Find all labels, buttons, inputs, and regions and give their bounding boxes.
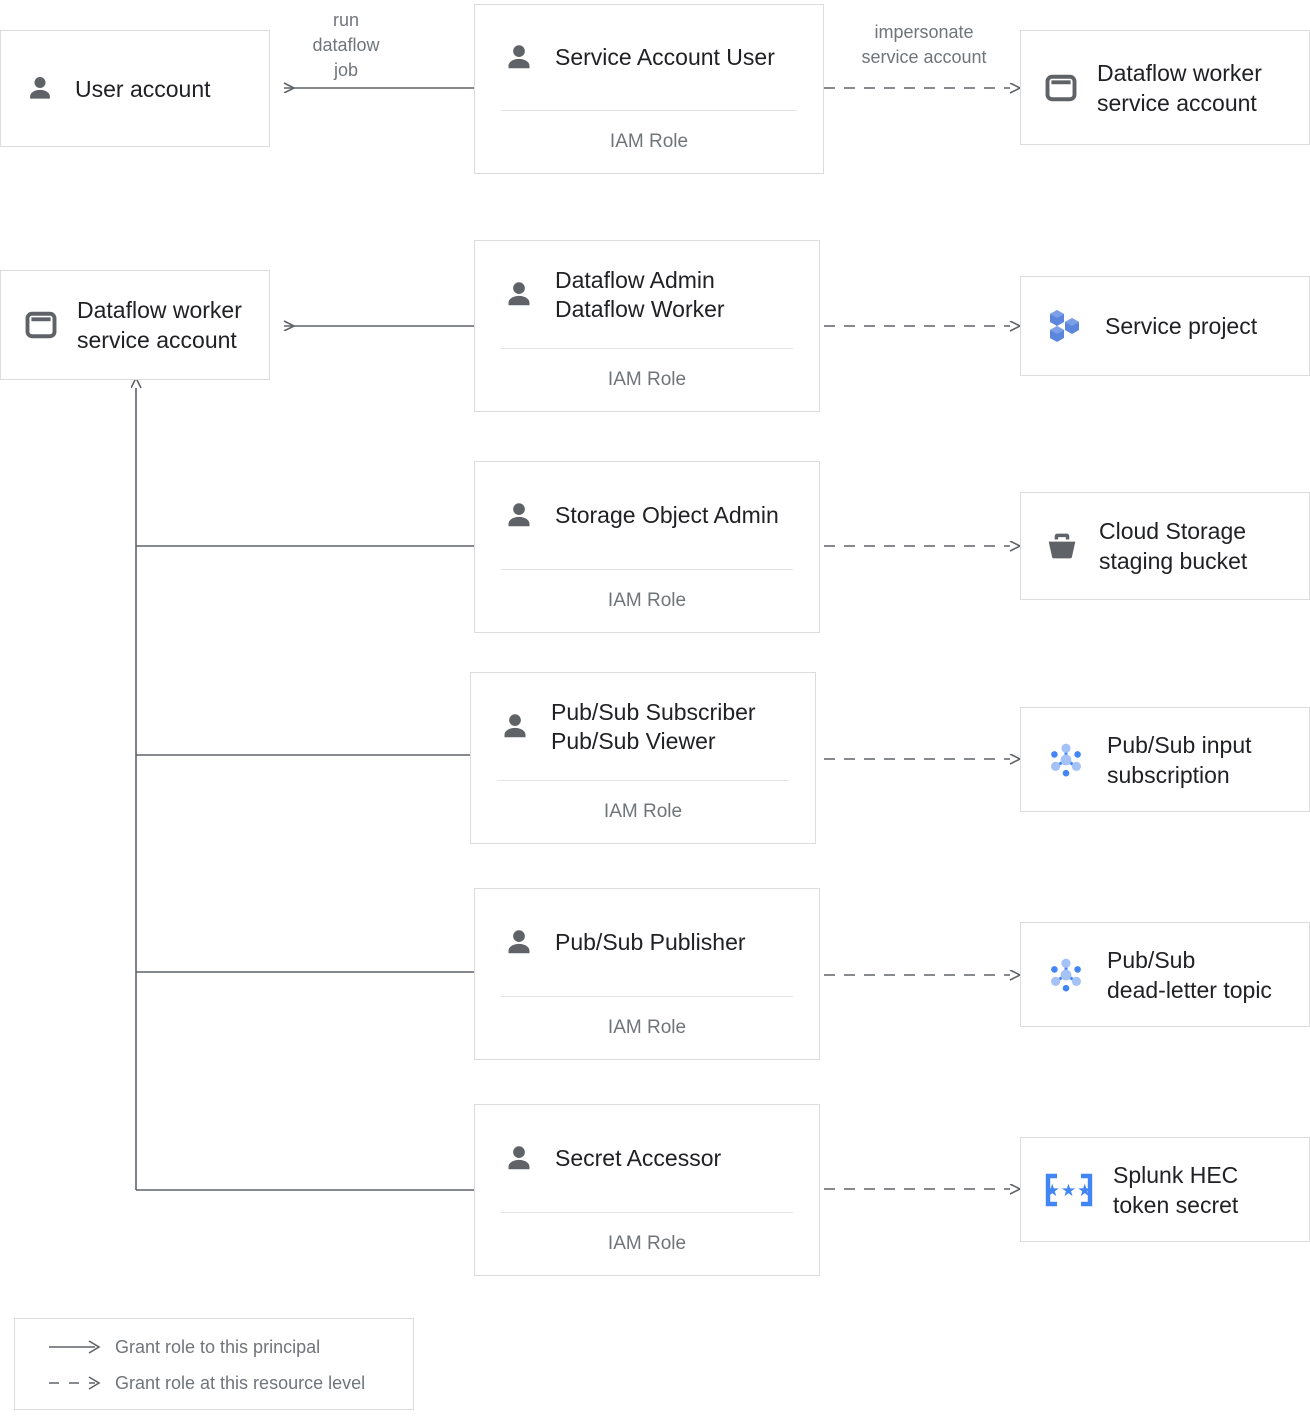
legend-item-solid: Grant role to this principal <box>15 1329 413 1365</box>
node-user-account-label: User account <box>75 75 211 102</box>
person-icon <box>501 925 537 961</box>
role-card-subtitle: IAM Role <box>607 369 687 390</box>
role-card-subtitle: IAM Role <box>607 1017 687 1038</box>
node-user-account[interactable]: User account <box>0 30 270 147</box>
role-card-subtitle: IAM Role <box>603 801 683 822</box>
role-card-title: Pub/Sub Publisher <box>555 929 746 955</box>
divider <box>497 780 789 781</box>
divider <box>501 1212 793 1213</box>
divider <box>501 348 793 349</box>
person-icon <box>497 709 533 745</box>
role-card-title: Secret Accessor <box>555 1145 722 1171</box>
dashed-arrow-icon <box>45 1373 107 1393</box>
person-icon <box>501 40 537 76</box>
role-card-title: Dataflow Admin Dataflow Worker <box>555 266 725 322</box>
bucket-icon <box>1043 527 1081 565</box>
secret-icon: ★★★ <box>1043 1170 1095 1210</box>
role-card-title: Pub/Sub Subscriber Pub/Sub Viewer <box>551 698 756 754</box>
pubsub-icon <box>1043 737 1089 783</box>
service-account-icon <box>1043 70 1079 106</box>
role-card-header: Pub/Sub Publisher <box>475 889 819 996</box>
role-card-subtitle: IAM Role <box>607 1233 687 1254</box>
solid-arrow-icon <box>45 1337 107 1357</box>
role-card-header: Dataflow Admin Dataflow Worker <box>475 241 819 348</box>
node-splunk-hec-token-secret[interactable]: ★★★ Splunk HEC token secret <box>1020 1137 1310 1242</box>
divider <box>501 569 793 570</box>
role-card-pubsub-publisher[interactable]: Pub/Sub Publisher IAM Role <box>474 888 820 1060</box>
person-icon <box>23 72 57 106</box>
node-service-project[interactable]: Service project <box>1020 276 1310 376</box>
role-card-title: Service Account User <box>555 44 775 70</box>
edge-label-run-dataflow-job: run dataflow job <box>312 10 380 80</box>
node-pubsub-dead-letter-topic[interactable]: Pub/Sub dead-letter topic <box>1020 922 1310 1027</box>
role-card-service-account-user[interactable]: Service Account User IAM Role <box>474 4 824 174</box>
legend-item-dashed: Grant role at this resource level <box>15 1365 413 1401</box>
role-card-secret-accessor[interactable]: Secret Accessor IAM Role <box>474 1104 820 1276</box>
service-account-icon <box>23 307 59 343</box>
svg-text:★★★: ★★★ <box>1045 1181 1094 1200</box>
role-card-header: Service Account User <box>475 5 823 110</box>
node-pubsub-dead-letter-topic-label: Pub/Sub dead-letter topic <box>1107 946 1272 1003</box>
role-card-title: Storage Object Admin <box>555 502 779 528</box>
role-card-header: Storage Object Admin <box>475 462 819 569</box>
role-card-dataflow-admin-worker[interactable]: Dataflow Admin Dataflow Worker IAM Role <box>474 240 820 412</box>
divider <box>501 996 793 997</box>
divider <box>501 110 797 111</box>
node-dataflow-worker-service-account-top[interactable]: Dataflow worker service account <box>1020 30 1310 145</box>
person-icon <box>501 277 537 313</box>
legend-item-solid-label: Grant role to this principal <box>115 1336 321 1357</box>
person-icon <box>501 1141 537 1177</box>
pubsub-icon <box>1043 952 1089 998</box>
node-service-project-label: Service project <box>1105 313 1258 339</box>
node-splunk-hec-token-secret-label: Splunk HEC token secret <box>1113 1161 1239 1218</box>
legend-item-dashed-label: Grant role at this resource level <box>115 1372 366 1393</box>
node-dataflow-worker-service-account-top-label: Dataflow worker service account <box>1097 59 1262 116</box>
person-icon <box>501 498 537 534</box>
role-card-subtitle: IAM Role <box>607 590 687 611</box>
node-cloud-storage-staging-bucket[interactable]: Cloud Storage staging bucket <box>1020 492 1310 600</box>
legend: Grant role to this principal Grant role … <box>14 1318 414 1410</box>
edge-label-impersonate-service-account: impersonate service account <box>861 22 987 67</box>
node-pubsub-input-subscription[interactable]: Pub/Sub input subscription <box>1020 707 1310 812</box>
role-card-storage-object-admin[interactable]: Storage Object Admin IAM Role <box>474 461 820 633</box>
role-card-pubsub-subscriber-viewer[interactable]: Pub/Sub Subscriber Pub/Sub Viewer IAM Ro… <box>470 672 816 844</box>
role-card-subtitle: IAM Role <box>609 131 689 152</box>
role-card-header: Secret Accessor <box>475 1105 819 1212</box>
node-dataflow-worker-service-account-left[interactable]: Dataflow worker service account <box>0 270 270 380</box>
hexagons-icon <box>1043 304 1087 348</box>
node-dataflow-worker-service-account-left-label: Dataflow worker service account <box>77 297 242 353</box>
node-pubsub-input-subscription-label: Pub/Sub input subscription <box>1107 731 1252 788</box>
node-cloud-storage-staging-bucket-label: Cloud Storage staging bucket <box>1099 518 1248 574</box>
role-card-header: Pub/Sub Subscriber Pub/Sub Viewer <box>471 673 815 780</box>
